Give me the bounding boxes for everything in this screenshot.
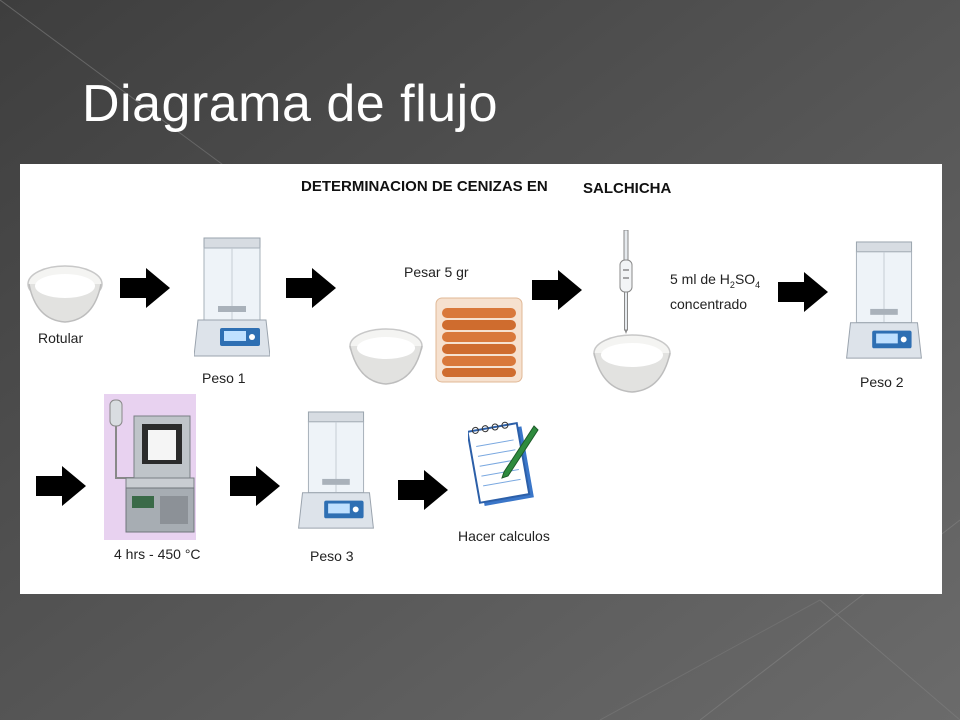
step-pesar-label: Pesar 5 gr: [404, 264, 469, 280]
notepad-icon: [468, 421, 539, 506]
step-mufla-label: 4 hrs - 450 °C: [114, 546, 201, 562]
step-peso1-label: Peso 1: [202, 370, 246, 386]
slide-title: Diagrama de flujo: [82, 75, 499, 133]
furnace-icon: [104, 394, 196, 540]
balance-icon: [298, 411, 374, 529]
balance-icon: [846, 241, 922, 359]
balance-icon: [194, 237, 270, 357]
acid-subscript-4: 4: [755, 279, 761, 290]
crucible-icon: [593, 334, 671, 393]
step-peso2-label: Peso 2: [860, 374, 904, 390]
arrow-icon: [36, 466, 86, 506]
step-rotular-label: Rotular: [38, 330, 84, 346]
step-acid-label: 5 ml de H2SO4 concentrado: [670, 270, 760, 314]
acid-text-so: SO: [734, 271, 756, 287]
sausages-icon: [435, 297, 523, 383]
arrow-icon: [286, 268, 336, 308]
acid-subscript-2: 2: [729, 279, 735, 290]
arrow-icon: [230, 466, 280, 506]
pipette-icon: [619, 230, 633, 334]
diagram-heading: DETERMINACION DE CENIZAS EN: [301, 178, 548, 195]
arrow-icon: [532, 270, 582, 310]
step-peso3-label: Peso 3: [310, 548, 354, 564]
acid-concentrado: concentrado: [670, 295, 748, 312]
flow-diagram-panel: DETERMINACION DE CENIZAS EN SALCHICHA Ro…: [20, 164, 942, 594]
acid-text: 5 ml de H: [670, 271, 730, 287]
arrow-icon: [120, 268, 170, 308]
crucible-icon: [27, 265, 103, 323]
diagram-heading-sample: SALCHICHA: [583, 180, 672, 197]
arrow-icon: [778, 272, 828, 312]
crucible-icon: [349, 328, 423, 385]
step-calculos-label: Hacer calculos: [458, 528, 550, 544]
arrow-icon: [398, 470, 448, 510]
